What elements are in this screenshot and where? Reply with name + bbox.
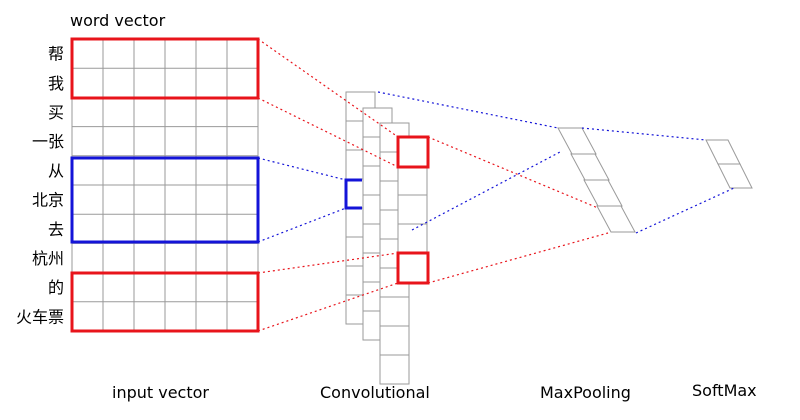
token-label: 火车票 — [16, 307, 64, 326]
conn-pool-soft-bottom — [635, 187, 735, 234]
conn-red-top-1 — [257, 38, 399, 138]
token-label: 去 — [48, 220, 64, 239]
token-label: 一张 — [32, 132, 64, 151]
token-label: 杭州 — [32, 249, 64, 268]
maxpool-cell — [596, 205, 636, 233]
softmax-cell — [717, 163, 753, 189]
conv-highlight-bottom-red — [396, 251, 430, 285]
conv-cell — [397, 136, 428, 167]
maxpool-cell — [570, 153, 610, 181]
convolutional-label: Convolutional — [320, 383, 430, 402]
conv-blue-filter-marker — [344, 178, 362, 210]
softmax-cells — [705, 139, 753, 189]
conv-cell — [397, 252, 428, 283]
token-label: 从 — [48, 161, 64, 180]
conn-conv-pool-blue-bottom — [411, 151, 561, 231]
input-vector-label: input vector — [112, 383, 209, 402]
conv-cell — [397, 165, 428, 196]
softmax-label: SoftMax — [692, 381, 757, 400]
conn-pool-soft-top — [581, 127, 707, 141]
input-highlight-bottom-red — [70, 271, 260, 333]
conn-conv-pool-red-bottom — [427, 232, 609, 284]
conn-red-top-2 — [257, 97, 399, 168]
conv-cell — [397, 194, 428, 225]
maxpool-cell — [583, 179, 623, 207]
token-label: 我 — [48, 74, 64, 93]
softmax-cell — [705, 139, 741, 165]
conn-blue-1 — [257, 157, 347, 181]
input-highlight-blue — [70, 156, 260, 244]
token-label: 北京 — [32, 191, 64, 210]
conn-red-bottom-1 — [257, 252, 399, 274]
conv-cell — [379, 325, 410, 356]
maxpooling-label: MaxPooling — [540, 383, 631, 402]
token-label: 帮 — [48, 45, 64, 64]
conn-conv-pool-red-top — [427, 136, 599, 209]
conv-cell — [397, 223, 428, 254]
conn-conv-pool-blue-top — [377, 91, 559, 129]
conv-cell — [379, 296, 410, 327]
conv-cell — [379, 354, 410, 385]
token-label: 的 — [48, 278, 64, 297]
token-label: 买 — [48, 103, 64, 122]
conn-blue-2 — [257, 207, 347, 243]
convolutional-feature-maps — [345, 91, 428, 385]
connection-lines — [257, 38, 735, 332]
input-highlight-top-red — [70, 37, 260, 100]
word-vector-label: word vector — [70, 11, 166, 30]
maxpool-cell — [557, 127, 597, 155]
conv-highlight-top-red — [396, 135, 430, 169]
maxpooling-cells — [557, 127, 636, 233]
input-matrix — [71, 38, 259, 332]
